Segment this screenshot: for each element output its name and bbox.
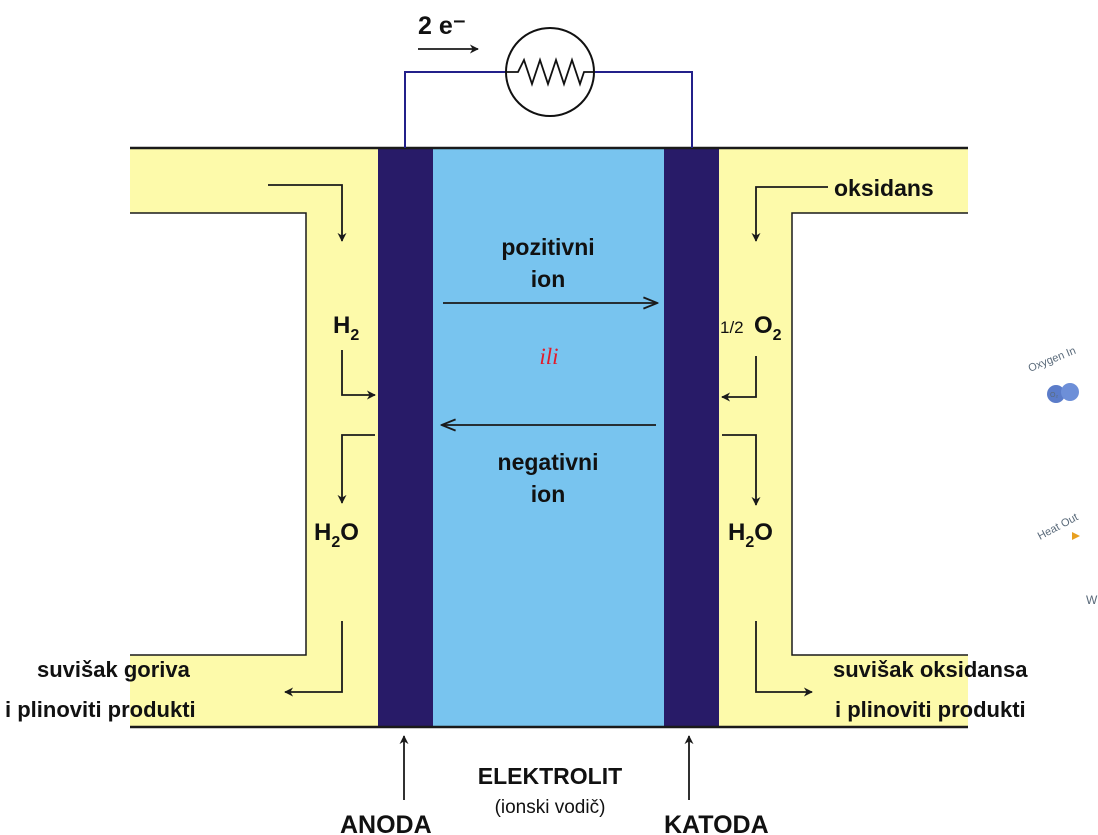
load-resistor-circle — [505, 27, 595, 117]
o2-molecule-icon — [1047, 385, 1065, 403]
oxidant-label: oksidans — [834, 175, 934, 201]
o2-badge: O₂ — [1050, 392, 1058, 399]
cathode-excess-label: suvišak oksidansa — [833, 657, 1028, 682]
anode-electrode — [378, 148, 433, 727]
oxidant-inlet-arrow — [751, 186, 828, 242]
anode-exhaust-arrow — [284, 621, 343, 697]
electron-label: 2 e⁻ — [418, 12, 466, 40]
cathode-label: KATODA — [664, 811, 769, 835]
or-label: ili — [539, 344, 558, 369]
cathode-electrode — [664, 148, 719, 727]
background-figure-fragment: Oxygen In O₂ Heat Out W — [1027, 345, 1098, 607]
fuel-inlet-arrow — [268, 184, 347, 242]
fuel-to-anode-arrow — [341, 350, 376, 400]
negative-ion-label: negativni — [498, 449, 599, 475]
water-from-anode-arrow — [337, 434, 375, 504]
cathode-channel-outline — [791, 212, 968, 656]
negative-ion-label: ion — [531, 481, 566, 507]
anode-gas-channel — [130, 148, 378, 727]
cathode-gas-channel — [718, 148, 968, 727]
cathode-exhaust-arrow — [755, 621, 813, 697]
electrolyte-region — [433, 148, 664, 727]
positive-ion-label: ion — [531, 266, 566, 292]
external-circuit-wire — [404, 71, 506, 148]
anode-water-formula: H2O — [314, 519, 359, 551]
anode-excess-label: suvišak goriva — [37, 657, 191, 682]
oxygen-formula: O2 — [754, 312, 782, 344]
heat-arrow-icon — [1072, 532, 1080, 540]
external-circuit-wire — [594, 71, 693, 148]
water-from-cathode-arrow — [722, 434, 761, 506]
cathode-water-formula: H2O — [728, 519, 773, 551]
electrolyte-label: ELEKTROLIT — [478, 763, 622, 789]
oxygen-in-label: Oxygen In — [1027, 345, 1078, 375]
oxidant-to-cathode-arrow — [721, 356, 757, 402]
o2-molecule-icon — [1061, 383, 1079, 401]
resistor-zigzag-icon — [506, 57, 594, 87]
anode-label: ANODA — [340, 811, 432, 835]
positive-ion-label: pozitivni — [501, 234, 594, 260]
anode-excess-label: i plinoviti produkti — [5, 697, 196, 722]
electrolyte-sublabel: (ionski vodič) — [495, 797, 606, 818]
hydrogen-formula: H2 — [333, 312, 359, 344]
cathode-excess-label: i plinoviti produkti — [835, 697, 1026, 722]
water-label: W — [1086, 593, 1098, 607]
anode-channel-outline — [130, 212, 307, 656]
oxygen-fraction: 1/2 — [720, 318, 744, 337]
